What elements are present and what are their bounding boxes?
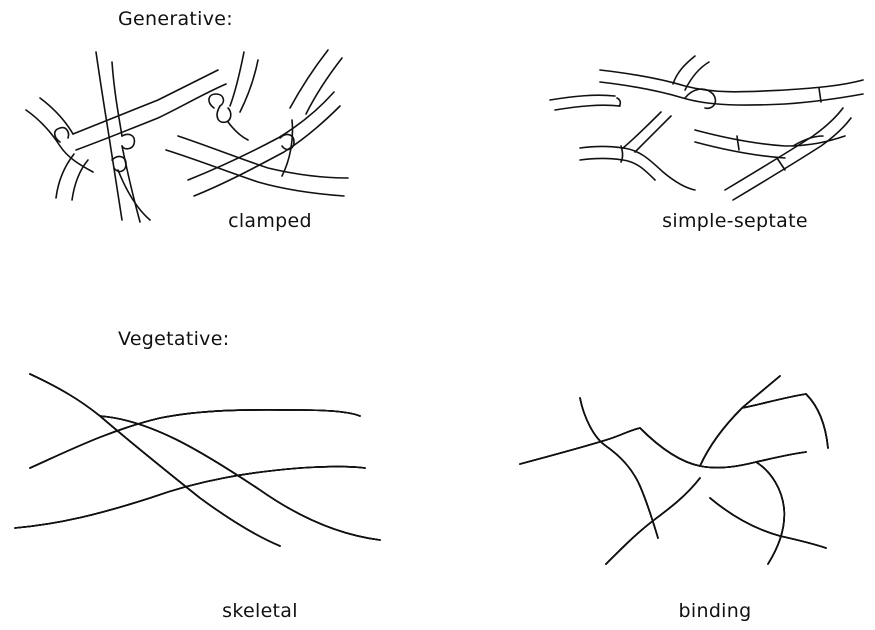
simple-septate-hyphae-drawing bbox=[545, 50, 875, 200]
binding-hyphae-drawing bbox=[510, 368, 870, 593]
vegetative-title: Vegetative: bbox=[118, 328, 229, 350]
skeletal-hyphae-drawing bbox=[0, 360, 440, 590]
binding-caption: binding bbox=[665, 600, 765, 622]
clamped-caption: clamped bbox=[200, 210, 340, 232]
simple-septate-caption: simple-septate bbox=[650, 210, 820, 232]
generative-title: Generative: bbox=[118, 8, 233, 30]
binding-network bbox=[520, 376, 828, 564]
clamped-hyphae-drawing bbox=[18, 50, 358, 230]
skeletal-caption: skeletal bbox=[200, 600, 320, 622]
